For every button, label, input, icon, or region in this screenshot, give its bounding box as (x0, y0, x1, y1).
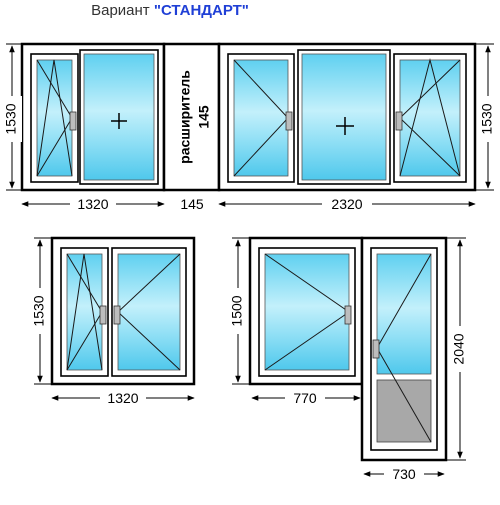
extender-size: 145 (196, 105, 212, 129)
bottom-left-height-dim: 1530 (30, 237, 52, 385)
window-handle (395, 111, 403, 131)
top-right-window (217, 42, 477, 192)
top-right-height-dim: 1530 (475, 43, 498, 191)
top-right-width-label: 2320 (331, 196, 362, 212)
door-handle (372, 339, 380, 359)
extender: расширитель 145 (162, 42, 221, 192)
bottom-left-window (50, 236, 196, 386)
window-handle (69, 111, 77, 131)
tilt-mark (36, 59, 73, 177)
door-panel (376, 379, 432, 443)
diagram-title: Вариант "СТАНДАРТ" (0, 2, 340, 19)
window-handle (344, 305, 352, 325)
top-right-height-label: 1530 (479, 103, 495, 134)
window-handle (285, 111, 293, 131)
top-left-height-dim: 1530 (2, 43, 22, 191)
top-left-window (20, 42, 166, 192)
balcony-window (248, 236, 364, 386)
balcony-window-height-dim: 1500 (228, 237, 250, 385)
top-left-height-label: 1530 (3, 103, 19, 134)
top-width-dims: 1320 145 2320 (21, 195, 476, 213)
window-handle (99, 305, 107, 325)
bottom-left-height-label: 1530 (31, 295, 47, 326)
door-height-dim: 2040 (446, 237, 470, 461)
bottom-left-width-label: 1320 (107, 390, 138, 406)
balcony-window-width-label: 770 (293, 390, 317, 406)
door-height-label: 2040 (451, 333, 467, 364)
balcony-door (360, 236, 448, 462)
balcony-window-height-label: 1500 (229, 295, 245, 326)
door-width-label: 730 (392, 466, 416, 482)
extender-label: расширитель (177, 70, 193, 164)
window-handle (113, 305, 121, 325)
door-width-dim: 730 (363, 465, 445, 483)
title-prefix: Вариант (91, 2, 150, 19)
balcony-window-width-dim: 770 (251, 389, 361, 407)
bottom-left-width-dim: 1320 (51, 389, 195, 407)
extender-width-label: 145 (180, 196, 204, 212)
top-left-width-label: 1320 (77, 196, 108, 212)
title-variant: "СТАНДАРТ" (153, 2, 249, 19)
